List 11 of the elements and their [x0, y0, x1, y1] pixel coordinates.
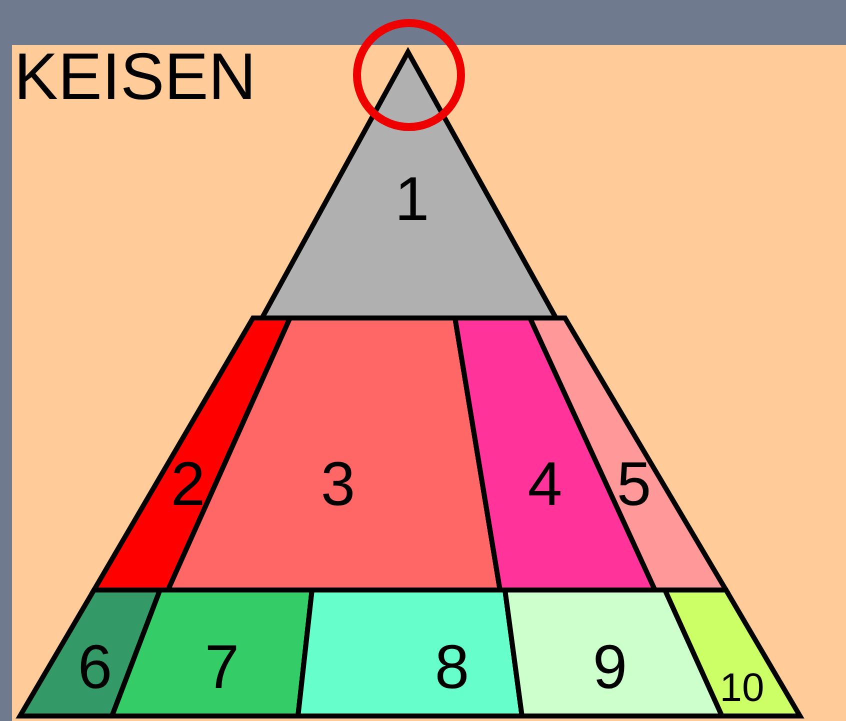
region-number: 6: [78, 637, 112, 699]
region-number: 4: [528, 454, 562, 516]
region-number: 7: [204, 637, 240, 699]
region-number: 8: [434, 637, 470, 699]
region-number: 5: [616, 454, 652, 516]
region-number: 3: [320, 454, 356, 516]
region-number: 2: [170, 454, 206, 516]
region-number: 10: [720, 668, 764, 708]
region-number: 1: [394, 169, 430, 231]
region-number: 9: [592, 637, 628, 699]
heading-text: KEISEN: [14, 45, 256, 109]
